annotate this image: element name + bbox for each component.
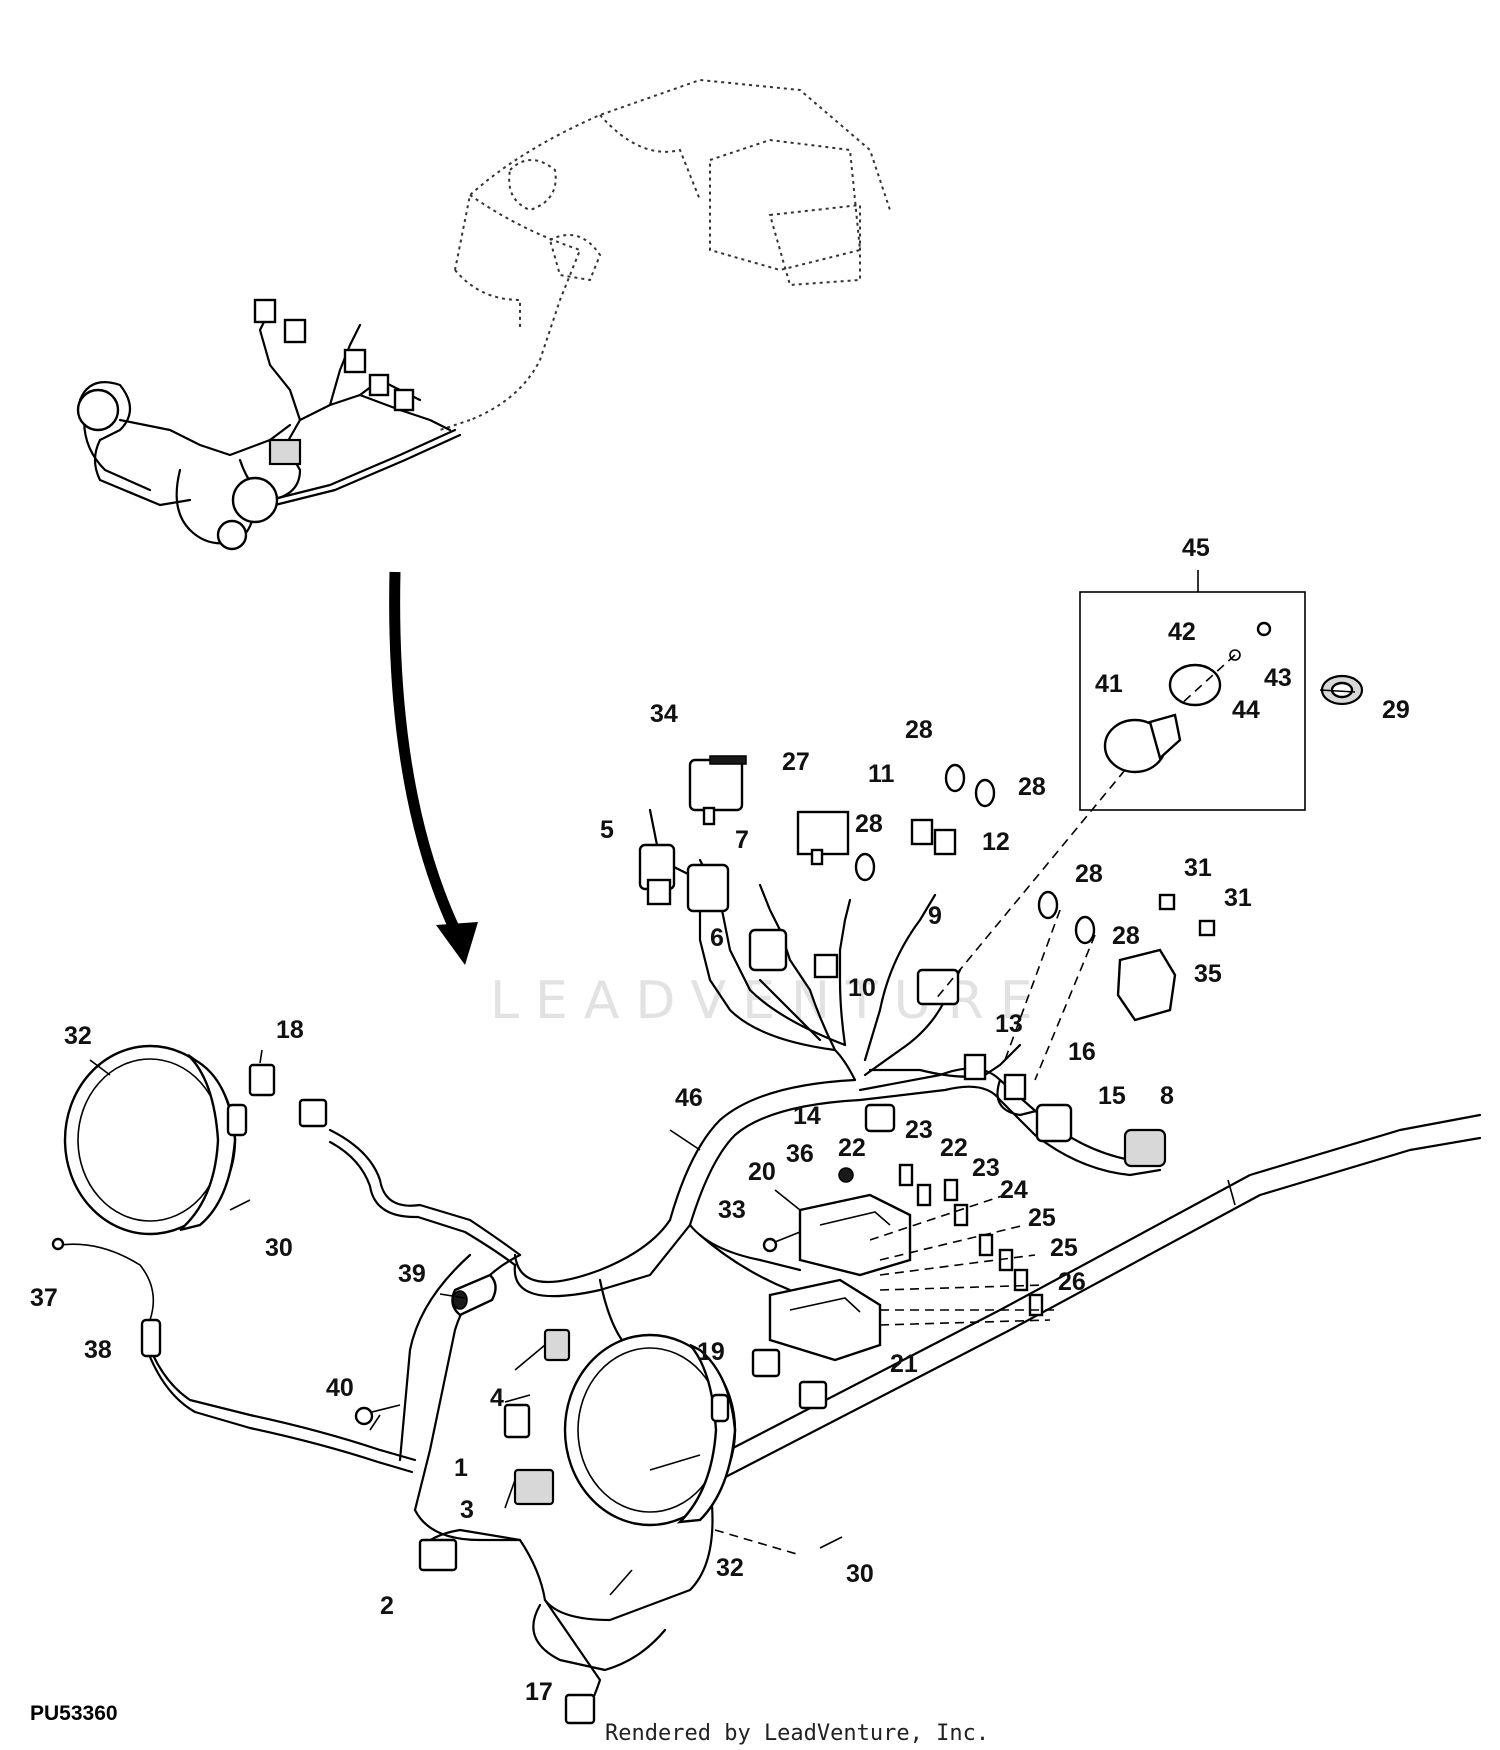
callout-45: 45 [1182, 534, 1210, 562]
callout-18: 18 [276, 1016, 304, 1044]
callout-7: 7 [735, 826, 749, 854]
callout-24: 24 [1000, 1176, 1028, 1204]
callout-25b: 25 [1050, 1234, 1078, 1262]
callout-23a: 23 [905, 1116, 933, 1144]
locator-view [76, 78, 891, 551]
callout-11: 11 [868, 760, 895, 788]
callout-31b: 31 [1224, 884, 1252, 912]
callout-28e: 28 [1112, 922, 1140, 950]
callout-42: 42 [1168, 618, 1196, 646]
callout-38: 38 [84, 1336, 112, 1364]
callout-43: 43 [1264, 664, 1292, 692]
kit-45-box [1079, 570, 1306, 811]
drawing-code: PU53360 [30, 1702, 118, 1725]
callout-12: 12 [982, 828, 1010, 856]
callout-32b: 32 [716, 1554, 744, 1582]
callout-21: 21 [890, 1350, 918, 1378]
callout-4: 4 [490, 1384, 504, 1412]
callout-28c: 28 [855, 810, 883, 838]
callout-3: 3 [460, 1496, 474, 1524]
callout-33: 33 [718, 1196, 746, 1224]
callout-17: 17 [525, 1678, 553, 1706]
callout-28a: 28 [905, 716, 933, 744]
part-40 [354, 1404, 401, 1426]
callout-8: 8 [1160, 1082, 1174, 1110]
callout-5: 5 [600, 816, 614, 844]
callout-10: 10 [848, 974, 876, 1002]
callout-25a: 25 [1028, 1204, 1056, 1232]
callout-15: 15 [1098, 1082, 1126, 1110]
headlamp-left [63, 1044, 248, 1236]
callouts: 1 2 3 4 5 6 7 8 9 10 11 12 13 14 15 16 1… [30, 534, 1410, 1706]
callout-39: 39 [398, 1260, 426, 1288]
callout-22a: 22 [838, 1134, 866, 1162]
callout-26: 26 [1058, 1268, 1086, 1296]
callout-20: 20 [748, 1158, 776, 1186]
locator-arrow [389, 571, 478, 965]
callout-16: 16 [1068, 1038, 1096, 1066]
callout-1: 1 [454, 1454, 468, 1482]
connectors [229, 755, 1216, 1725]
callout-41: 41 [1095, 670, 1123, 698]
leader-lines [89, 689, 1356, 1596]
render-credit: Rendered by LeadVenture, Inc. [605, 1721, 989, 1746]
callout-44: 44 [1232, 696, 1260, 724]
part-39 [451, 1273, 497, 1317]
callout-37: 37 [30, 1284, 58, 1312]
callout-31a: 31 [1184, 854, 1212, 882]
callout-23b: 23 [972, 1154, 1000, 1182]
callout-36: 36 [786, 1140, 814, 1168]
callout-2: 2 [380, 1592, 394, 1620]
callout-22b: 22 [940, 1134, 968, 1162]
watermark: LEADVENTURE [490, 971, 1049, 1031]
callout-14: 14 [793, 1102, 821, 1130]
callout-46: 46 [675, 1084, 703, 1112]
callout-6: 6 [710, 924, 724, 952]
callout-32a: 32 [64, 1022, 92, 1050]
callout-40: 40 [326, 1374, 354, 1402]
callout-19: 19 [697, 1338, 725, 1366]
callout-28b: 28 [1018, 773, 1046, 801]
callout-35: 35 [1194, 960, 1222, 988]
callout-29: 29 [1382, 696, 1410, 724]
callout-28d: 28 [1075, 860, 1103, 888]
callout-30a: 30 [265, 1234, 293, 1262]
callout-30b: 30 [846, 1560, 874, 1588]
callout-9: 9 [928, 902, 942, 930]
headlamp-center [563, 1333, 737, 1527]
callout-34: 34 [650, 700, 678, 728]
callout-27: 27 [782, 748, 810, 776]
callout-13: 13 [995, 1010, 1023, 1038]
